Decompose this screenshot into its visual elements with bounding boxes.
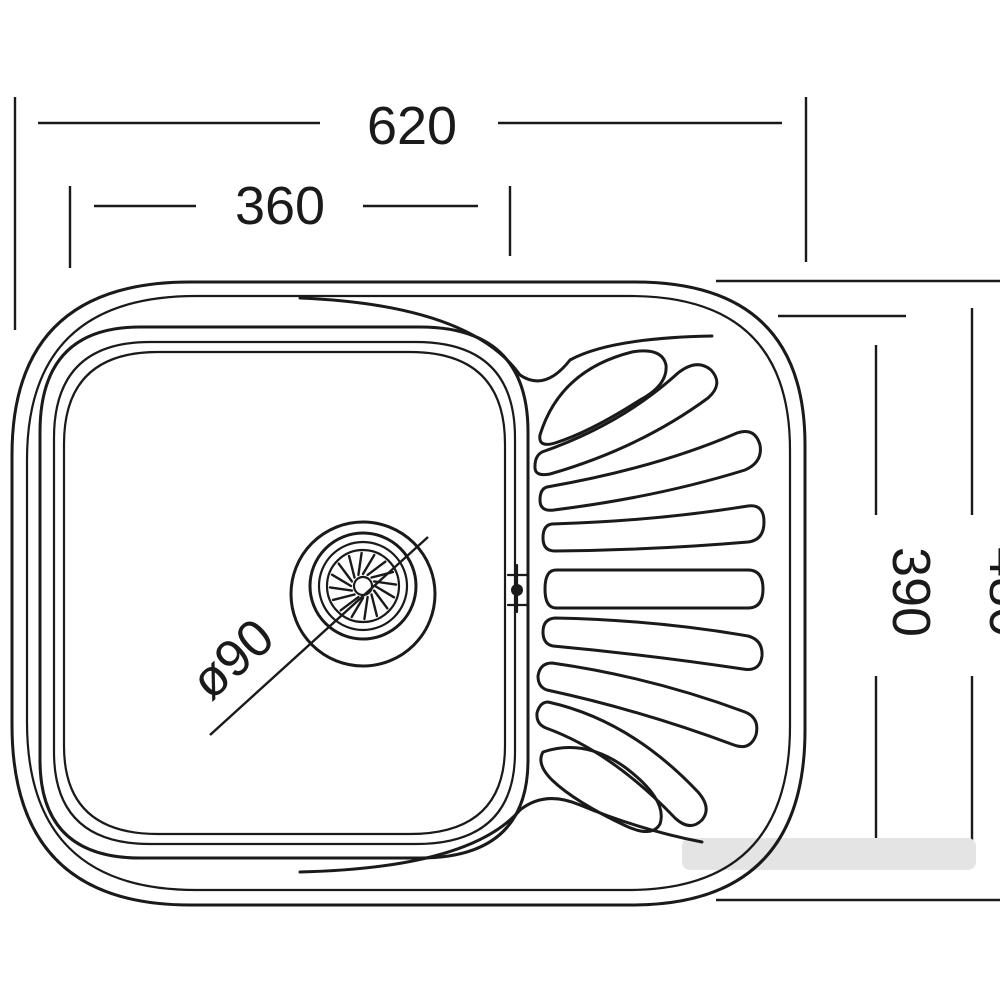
drain-spoke bbox=[350, 596, 365, 619]
drain-spoke bbox=[373, 584, 396, 599]
dimension-bowl-depth: 390 bbox=[778, 314, 941, 840]
dimension-label-620: 620 bbox=[367, 96, 457, 156]
drain-spoke bbox=[331, 593, 356, 602]
sink-bowl-outline bbox=[38, 296, 714, 874]
dimension-overall-depth: 480 bbox=[716, 279, 1000, 902]
drain-strainer bbox=[289, 520, 437, 668]
drain-spoke bbox=[328, 586, 354, 592]
drainer-ribs bbox=[533, 349, 766, 833]
drain-spoke bbox=[347, 554, 356, 579]
drain-spoke bbox=[330, 573, 353, 588]
drain-spoke bbox=[361, 553, 376, 576]
dimension-overall-width: 620 bbox=[13, 96, 808, 330]
dimension-bowl-width: 360 bbox=[68, 176, 512, 268]
drain-spoke bbox=[357, 551, 363, 577]
drain-diameter-label: ø90 bbox=[180, 608, 285, 711]
drain-spoke bbox=[337, 562, 354, 583]
drain-spoke bbox=[339, 595, 360, 612]
drain-spoke bbox=[372, 589, 389, 610]
overflow-hole bbox=[506, 563, 529, 614]
drain-spoke bbox=[366, 560, 387, 577]
sink-outer-rim bbox=[10, 280, 807, 907]
drain-spoke bbox=[363, 595, 369, 621]
drain-spokes bbox=[328, 551, 398, 621]
dimension-label-480: 480 bbox=[978, 547, 1000, 637]
drain-spoke bbox=[370, 593, 379, 618]
dimension-label-360: 360 bbox=[235, 176, 325, 236]
dimension-label-390: 390 bbox=[881, 547, 941, 637]
blurred-watermark bbox=[682, 838, 976, 870]
